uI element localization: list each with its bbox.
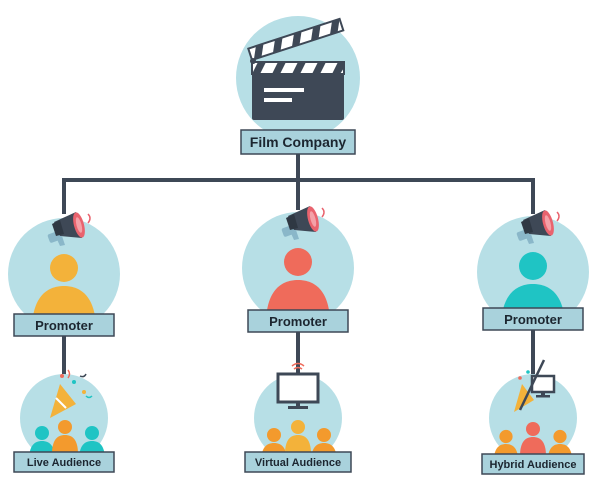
promoter-label: Promoter bbox=[269, 314, 327, 329]
audience-label-box bbox=[244, 451, 352, 473]
confetti-popper-icon bbox=[50, 369, 93, 418]
promoter-node-virtual: Promoter bbox=[242, 204, 354, 333]
promoter-label-box bbox=[13, 313, 115, 337]
popper-and-monitor-icon bbox=[514, 359, 556, 412]
root-label: Film Company bbox=[250, 134, 347, 150]
audience-node-virtual: Virtual Audience bbox=[244, 362, 352, 473]
root-label-box bbox=[240, 129, 356, 155]
audience-label-box bbox=[13, 451, 115, 473]
audience-node-hybrid: Hybrid Audience bbox=[481, 359, 585, 475]
connector-lines bbox=[62, 148, 535, 380]
audience-node-live: Live Audience bbox=[13, 369, 115, 473]
audience-label: Virtual Audience bbox=[255, 457, 341, 469]
film-company-node: Film Company bbox=[236, 16, 360, 155]
monitor-icon bbox=[276, 362, 320, 409]
promoter-label: Promoter bbox=[35, 318, 93, 333]
promoter-node-live: Promoter bbox=[8, 210, 120, 337]
audience-label-box bbox=[481, 453, 585, 475]
promoter-node-hybrid: Promoter bbox=[477, 208, 589, 331]
clapperboard-icon bbox=[247, 17, 345, 120]
audience-label: Hybrid Audience bbox=[490, 459, 577, 471]
promoter-label-box bbox=[482, 307, 584, 331]
audience-label: Live Audience bbox=[27, 457, 101, 469]
promoter-label-box bbox=[247, 309, 349, 333]
promoter-label: Promoter bbox=[504, 312, 562, 327]
